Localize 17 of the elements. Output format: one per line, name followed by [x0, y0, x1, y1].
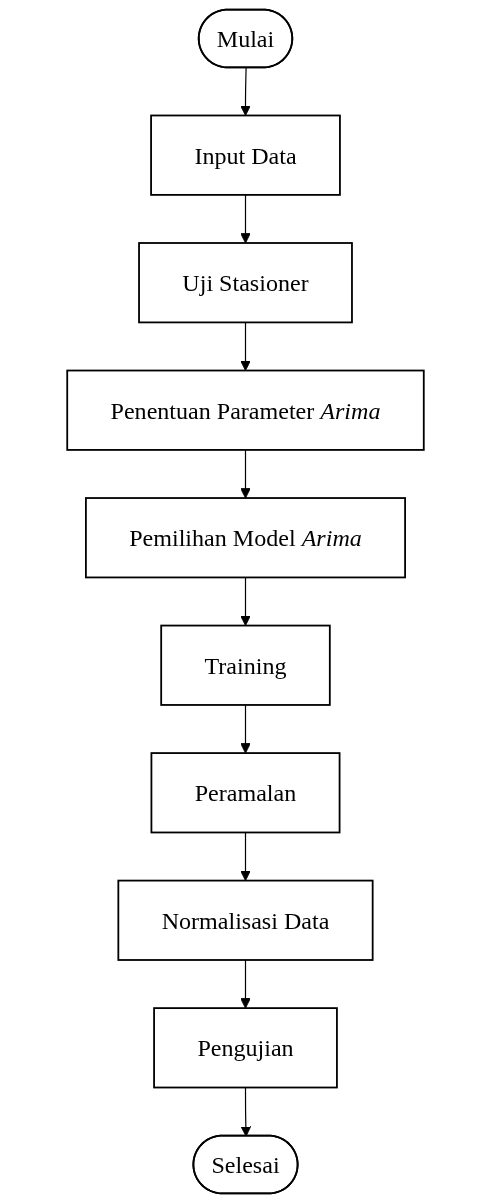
node-box: Uji Stasioner [138, 242, 353, 324]
arrow [240, 67, 251, 116]
node-box: Penentuan Parameter Arima [66, 369, 425, 451]
node-box: Peramalan [150, 752, 341, 834]
arrow [240, 194, 251, 244]
arrow [240, 831, 251, 882]
arrow [240, 321, 251, 371]
node-box: Input Data [150, 114, 341, 196]
node-box: Normalisasi Data [117, 879, 374, 961]
arrow [240, 959, 251, 1009]
arrow [240, 1086, 252, 1137]
arrow [240, 576, 251, 627]
node-box: Training [160, 624, 331, 706]
arrow [240, 449, 251, 499]
node-box: Pengujian [153, 1007, 338, 1089]
arrow [240, 704, 251, 754]
node-box: Pemilihan Model Arima [85, 497, 406, 579]
